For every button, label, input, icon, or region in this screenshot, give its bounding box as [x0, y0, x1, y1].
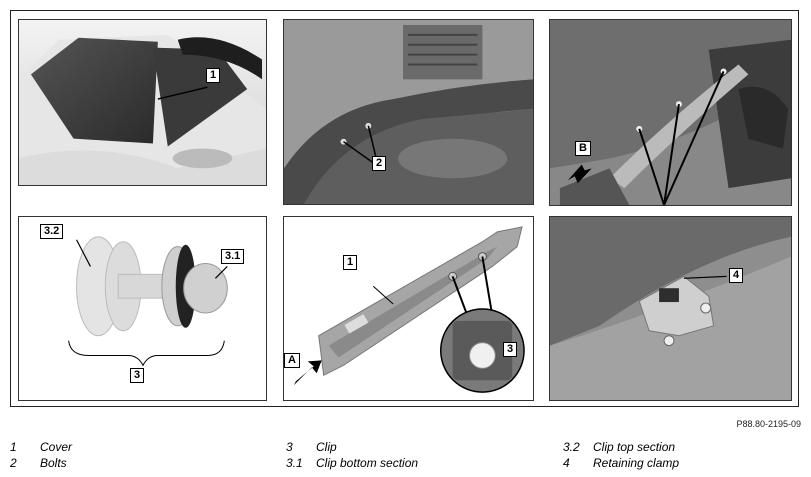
legend-col2: 3 Clip 3.1 Clip bottom section	[286, 439, 418, 471]
panel-arrow-b	[549, 19, 792, 206]
panel-bolts	[283, 19, 534, 205]
legend-item: 1 Cover	[10, 440, 73, 454]
callout-bolts: 2	[372, 156, 387, 171]
panel-retaining-clamp	[549, 216, 792, 401]
legend-item: 3 Clip	[286, 440, 337, 454]
legend-col3: 3.2 Clip top section 4 Retaining clamp	[563, 439, 679, 471]
panel-cover-clip	[283, 216, 534, 401]
legend-item: 4 Retaining clamp	[563, 456, 680, 470]
legend-item: 3.1 Clip bottom section	[286, 456, 419, 470]
callout-arrow-b: B	[575, 141, 591, 156]
callout-clip-top: 3.2	[40, 224, 64, 239]
callout-clip: 3	[130, 368, 145, 383]
legend-col1: 1 Cover 2 Bolts	[10, 439, 72, 471]
callout-clip-detail: 3	[503, 342, 518, 357]
legend-item: 2 Bolts	[10, 456, 67, 470]
figure-frame	[10, 10, 799, 407]
panel-car-windshield	[18, 19, 267, 186]
callout-arrow-a: A	[284, 353, 300, 368]
callout-cover: 1	[206, 68, 221, 83]
callout-retaining-clamp: 4	[729, 268, 744, 283]
legend-item: 3.2 Clip top section	[563, 440, 676, 454]
figure-reference: P88.80-2195-09	[736, 419, 801, 429]
callout-cover-2: 1	[343, 255, 358, 270]
callout-clip-bottom: 3.1	[221, 249, 245, 264]
